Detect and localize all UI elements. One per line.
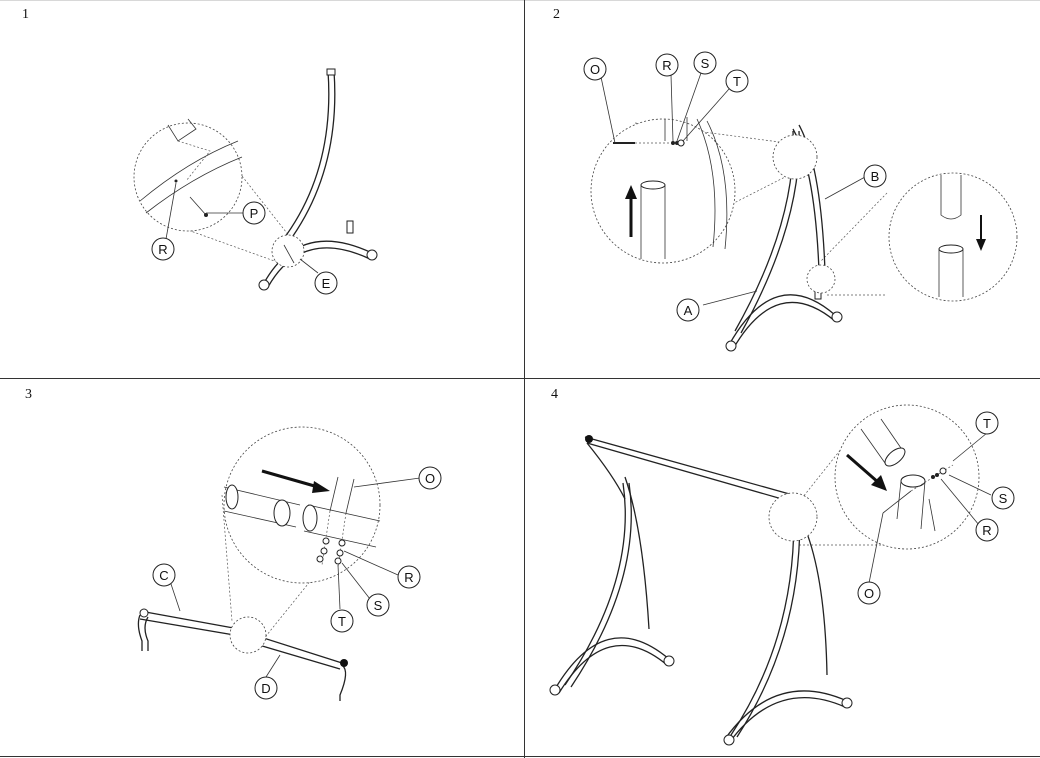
step-1-panel: 1 P R E <box>0 1 524 378</box>
step-1-number: 1 <box>22 7 29 22</box>
label-t: T <box>975 411 999 435</box>
step-3-number: 3 <box>25 387 32 402</box>
svg-text:C: C <box>159 568 168 583</box>
label-b: B <box>863 164 887 188</box>
svg-text:T: T <box>733 74 741 89</box>
step-2-diagram: O R S T B A <box>583 51 1018 352</box>
svg-text:A: A <box>684 303 693 318</box>
vertical-divider <box>524 0 525 758</box>
svg-text:T: T <box>983 416 991 431</box>
bottom-border <box>0 756 1040 757</box>
step-4-magnifier <box>834 404 980 550</box>
label-o: O <box>583 57 607 81</box>
step-4-number: 4 <box>551 387 558 402</box>
label-s: S <box>366 593 390 617</box>
label-o: O <box>857 581 881 605</box>
label-e: E <box>314 271 338 295</box>
svg-text:S: S <box>999 491 1008 506</box>
svg-text:O: O <box>590 62 600 77</box>
label-s: S <box>693 51 717 75</box>
step-1-diagram: P R E <box>133 68 378 295</box>
label-r: R <box>975 518 999 542</box>
step-2-left-magnifier <box>590 117 736 264</box>
label-a: A <box>676 298 700 322</box>
step-1-detail-magnifier <box>133 118 243 232</box>
svg-text:E: E <box>322 276 331 291</box>
label-s: S <box>991 486 1015 510</box>
step-2-panel: 2 <box>525 1 1040 378</box>
svg-text:O: O <box>425 471 435 486</box>
svg-text:S: S <box>701 56 710 71</box>
label-t: T <box>330 609 354 633</box>
svg-text:R: R <box>662 58 671 73</box>
top-border <box>0 0 1040 1</box>
svg-text:O: O <box>864 586 874 601</box>
svg-text:P: P <box>250 206 259 221</box>
step-2-number: 2 <box>553 7 560 22</box>
step-4-diagram: T S R O <box>549 404 1015 746</box>
label-r: R <box>151 237 175 261</box>
svg-text:R: R <box>158 242 167 257</box>
step-2-right-magnifier <box>888 172 1018 302</box>
label-r: R <box>397 565 421 589</box>
svg-text:S: S <box>374 598 383 613</box>
label-r: R <box>655 53 679 77</box>
label-c: C <box>152 563 176 587</box>
label-t: T <box>725 69 749 93</box>
svg-text:B: B <box>871 169 880 184</box>
label-p: P <box>242 201 266 225</box>
svg-text:R: R <box>982 523 991 538</box>
svg-text:T: T <box>338 614 346 629</box>
step-4-panel: 4 <box>525 379 1040 756</box>
step-3-panel: 3 <box>0 379 524 756</box>
horizontal-divider <box>0 378 1040 379</box>
step-3-diagram: O C R S T D <box>137 426 442 701</box>
svg-text:R: R <box>404 570 413 585</box>
label-d: D <box>254 676 278 700</box>
label-o: O <box>418 466 442 490</box>
step-3-magnifier <box>223 426 381 584</box>
svg-text:D: D <box>261 681 270 696</box>
